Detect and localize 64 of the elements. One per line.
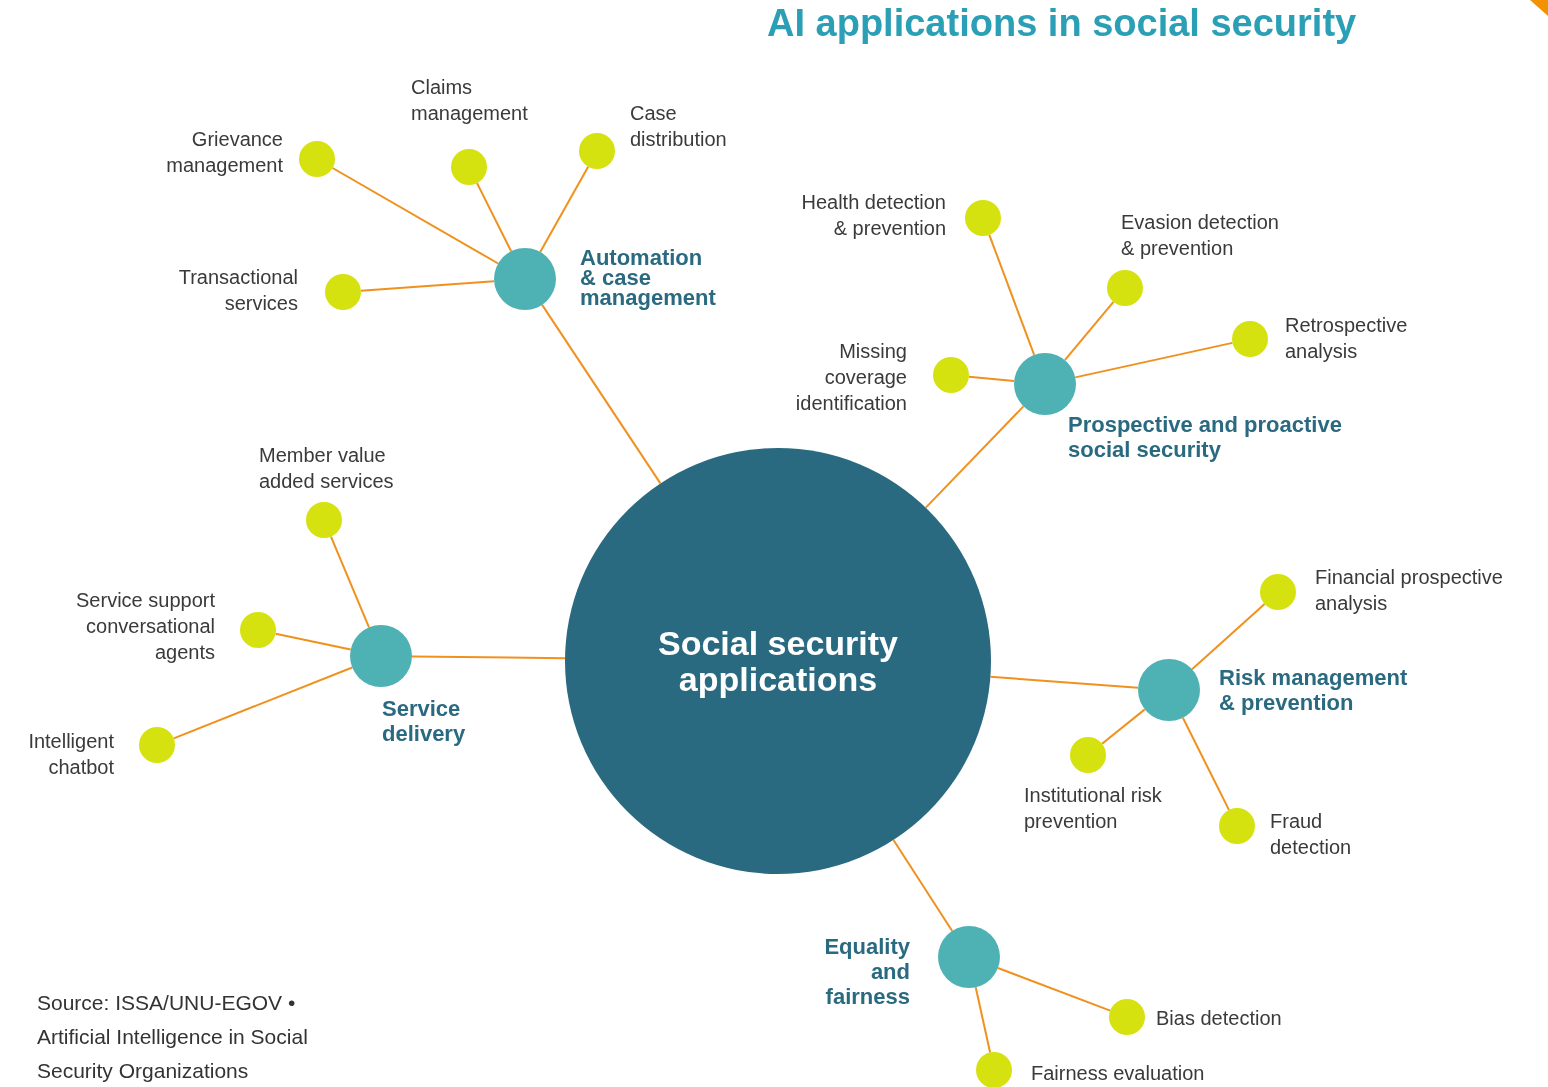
category-circle [494, 248, 556, 310]
connector-line [274, 632, 352, 651]
connector-line [989, 675, 1140, 689]
category-label: Equality and fairness [823, 934, 910, 1009]
connector-line [1101, 708, 1146, 745]
item-label: Claims management [411, 75, 529, 126]
item-dot [299, 141, 335, 177]
item-dot [1260, 574, 1296, 610]
item-dot [976, 1052, 1012, 1087]
connector-line [539, 165, 590, 253]
item-dot [933, 357, 969, 393]
category-circle [1014, 353, 1076, 415]
center-label: Social security applications [657, 625, 899, 697]
connector-line [924, 405, 1025, 509]
connector-line [329, 535, 370, 629]
category-circle [1138, 659, 1200, 721]
category-label: Prospective and proactive social security [1068, 412, 1343, 462]
connector-line [967, 375, 1016, 383]
item-dot [1232, 321, 1268, 357]
item-label: Financial prospective analysis [1315, 565, 1504, 616]
item-label: Intelligent chatbot [27, 729, 114, 780]
category-label: Risk management & prevention [1219, 665, 1409, 715]
item-label: Missing coverage identification [794, 339, 907, 416]
item-label: Member value added services [259, 443, 395, 494]
item-dot [139, 727, 175, 763]
item-dot [1070, 737, 1106, 773]
connector-line [476, 182, 513, 253]
connector-line [411, 655, 566, 660]
title: AI applications in social security [767, 2, 1357, 45]
connector-line [172, 666, 354, 740]
item-label: Case distribution [630, 101, 728, 152]
item-dot [1219, 808, 1255, 844]
source-note: Source: ISSA/UNU-EGOV • Artificial Intelligence in Social Security Organizations [37, 990, 309, 1084]
item-dot [240, 612, 276, 648]
item-label: Retrospective analysis [1285, 313, 1409, 364]
connector-line [541, 303, 662, 485]
item-dot [579, 133, 615, 169]
connector-line [997, 967, 1112, 1012]
connector-line [988, 233, 1036, 356]
item-label: Health detection & prevention [800, 190, 946, 241]
connector-line [1074, 341, 1234, 379]
item-label: Evasion detection & prevention [1121, 210, 1280, 261]
item-label: Institutional risk prevention [1024, 783, 1163, 834]
connector-line [1063, 300, 1115, 362]
category-label: Service delivery [382, 696, 467, 746]
connector-line [1191, 603, 1266, 671]
item-label: Grievance management [165, 127, 283, 178]
item-dot [306, 502, 342, 538]
item-dot [325, 274, 361, 310]
item-label: Transactional services [177, 265, 298, 316]
connector-line [1181, 716, 1230, 811]
item-label: Fraud detection [1270, 809, 1353, 860]
connector-line [331, 167, 500, 265]
connector-line [974, 986, 992, 1054]
connector-line [359, 280, 496, 292]
item-label: Fairness evaluation [1031, 1061, 1206, 1086]
item-dot [451, 149, 487, 185]
item-dot [1107, 270, 1143, 306]
item-label: Service support conversational agents [75, 588, 215, 665]
category-label: Automation & case management [580, 248, 715, 308]
item-dot [965, 200, 1001, 236]
item-dot [1109, 999, 1145, 1035]
connector-line [892, 838, 954, 932]
item-label: Bias detection [1156, 1006, 1283, 1031]
